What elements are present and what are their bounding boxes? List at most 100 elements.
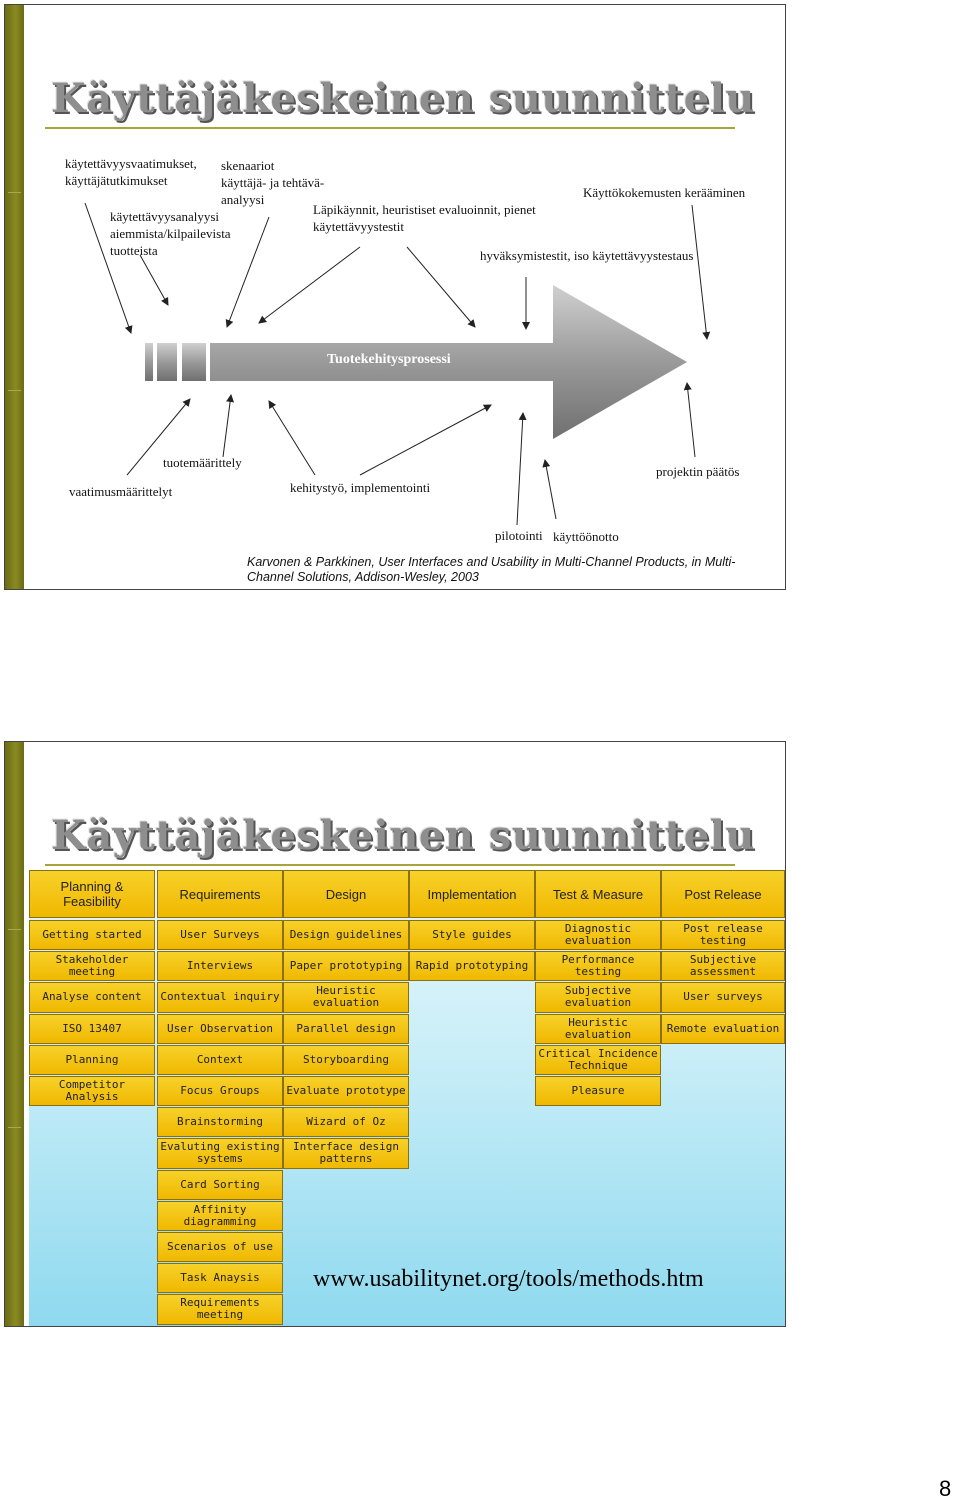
pointer-development-1 — [268, 400, 316, 476]
slide-title: Käyttäjäkeskeinen suunnittelu — [51, 75, 755, 122]
label-line: käyttäjä- ja tehtävä- — [221, 175, 325, 190]
arrow-tail-block-1 — [145, 343, 153, 381]
column-header: Implementation — [409, 870, 535, 918]
method-cell: User Observation — [157, 1013, 283, 1044]
label-walkthroughs: Läpikäynnit, heuristiset evaluoinnit, pi… — [313, 201, 536, 235]
label-line: analyysi — [221, 192, 265, 207]
slide-1: Käyttäjäkeskeinen suunnittelu — [4, 4, 786, 590]
label-line: käyttäjätutkimukset — [65, 173, 168, 188]
method-cell: Contextual inquiry — [157, 982, 283, 1013]
method-cell: Rapid prototyping — [409, 951, 535, 982]
method-cell: Diagnostic evaluation — [535, 920, 661, 951]
sidebar-divider — [8, 1127, 21, 1129]
pointer-development-2 — [359, 404, 492, 476]
label-line: aiemmista/kilpailevista — [110, 226, 231, 241]
pointer-competitor — [139, 254, 169, 306]
method-cell: Critical Incidence Technique — [535, 1044, 661, 1075]
method-cell: Heuristic evaluation — [283, 982, 409, 1013]
pointer-walkthroughs-1 — [258, 246, 361, 324]
method-cell: Interface design patterns — [283, 1138, 409, 1169]
method-cell: Evaluting existing systems — [157, 1138, 283, 1169]
process-label: Tuotekehitysprosessi — [327, 352, 451, 367]
method-cell: Getting started — [29, 920, 155, 951]
label-line: käytettävyysvaatimukset, — [65, 156, 197, 171]
method-cell: Competitor Analysis — [29, 1076, 155, 1107]
method-cell: Planning — [29, 1044, 155, 1075]
method-cell: User surveys — [661, 982, 785, 1013]
label-line: tuotteista — [110, 243, 158, 258]
title-divider — [45, 127, 735, 129]
method-cell: Requirements meeting — [157, 1294, 283, 1325]
pointer-requirements — [84, 202, 133, 334]
pointer-deployment — [542, 459, 557, 520]
sidebar-divider — [8, 191, 21, 193]
column-header: Requirements — [157, 870, 283, 918]
label-product-spec: tuotemäärittely — [163, 455, 242, 470]
pointer-pilot — [516, 412, 527, 526]
slide-sidebar — [5, 5, 24, 589]
arrow-tail-block-2 — [157, 343, 177, 381]
process-diagram — [84, 202, 711, 526]
method-cell: Wizard of Oz — [283, 1107, 409, 1138]
method-cell: Brainstorming — [157, 1107, 283, 1138]
label-line: skenaariot — [221, 158, 275, 173]
pointer-requirements-spec — [126, 398, 191, 476]
method-cell: ISO 13407 — [29, 1013, 155, 1044]
method-cell: Remote evaluation — [661, 1013, 785, 1044]
pointer-walkthroughs-2 — [406, 246, 476, 328]
pointer-experiences — [691, 204, 711, 340]
method-cell: Affinity diagramming — [157, 1200, 283, 1231]
method-cell: Task Anaysis — [157, 1263, 283, 1294]
method-cell: Stakeholder meeting — [29, 951, 155, 982]
label-line: käytettävyystestit — [313, 219, 404, 234]
method-cell: Subjective evaluation — [535, 982, 661, 1013]
method-cell: Design guidelines — [283, 920, 409, 951]
method-cell: Scenarios of use — [157, 1232, 283, 1263]
method-cell: Post release testing — [661, 920, 785, 951]
label-scenarios: skenaariot käyttäjä- ja tehtävä- analyys… — [221, 157, 324, 208]
method-cell: Subjective assessment — [661, 951, 785, 982]
pointer-product-spec — [222, 394, 235, 458]
label-deployment: käyttöönotto — [553, 529, 619, 544]
method-cell: Parallel design — [283, 1013, 409, 1044]
process-arrow — [210, 285, 687, 439]
label-line: käytettävyysanalyysi — [110, 209, 220, 224]
method-cell: Performance testing — [535, 951, 661, 982]
method-cell: Heuristic evaluation — [535, 1013, 661, 1044]
method-cell: Analyse content — [29, 982, 155, 1013]
slide-2: Käyttäjäkeskeinen suunnittelu Planning &… — [4, 741, 786, 1327]
column-header: Planning & Feasibility — [29, 870, 155, 918]
method-cell: Context — [157, 1044, 283, 1075]
pointer-project-decision — [683, 382, 696, 458]
method-cell: User Surveys — [157, 920, 283, 951]
method-cell: Focus Groups — [157, 1076, 283, 1107]
sidebar-divider — [8, 928, 21, 930]
column-header: Test & Measure — [535, 870, 661, 918]
label-line: Läpikäynnit, heuristiset evaluoinnit, pi… — [313, 202, 536, 217]
method-cell: Card Sorting — [157, 1169, 283, 1200]
citation: Karvonen & Parkkinen, User Interfaces an… — [247, 555, 736, 584]
method-cell: Evaluate prototype — [283, 1076, 409, 1107]
label-experiences: Käyttökokemusten kerääminen — [583, 185, 746, 200]
page-number: 8 — [939, 1476, 952, 1501]
method-cell: Storyboarding — [283, 1044, 409, 1075]
source-url[interactable]: www.usabilitynet.org/tools/methods.htm — [313, 1266, 704, 1292]
sidebar-divider — [8, 390, 21, 392]
slide-title: Käyttäjäkeskeinen suunnittelu — [51, 812, 755, 859]
label-requirements-spec: vaatimusmäärittelyt — [69, 484, 173, 499]
label-competitor: käytettävyysanalyysi aiemmista/kilpailev… — [110, 208, 231, 259]
method-cell: Paper prototyping — [283, 951, 409, 982]
method-cell: Pleasure — [535, 1076, 661, 1107]
method-cell: Interviews — [157, 951, 283, 982]
method-cell: Style guides — [409, 920, 535, 951]
label-project-decision: projektin päätös — [656, 464, 740, 479]
label-acceptance: hyväksymistestit, iso käytettävyystestau… — [480, 248, 694, 263]
slide-sidebar — [5, 742, 24, 1326]
pointer-scenarios — [225, 216, 270, 328]
label-development: kehitystyö, implementointi — [290, 480, 431, 495]
label-pilot: pilotointi — [495, 528, 543, 543]
title-divider — [45, 864, 735, 866]
arrow-tail-block-3 — [182, 343, 206, 381]
column-header: Post Release — [661, 870, 785, 918]
